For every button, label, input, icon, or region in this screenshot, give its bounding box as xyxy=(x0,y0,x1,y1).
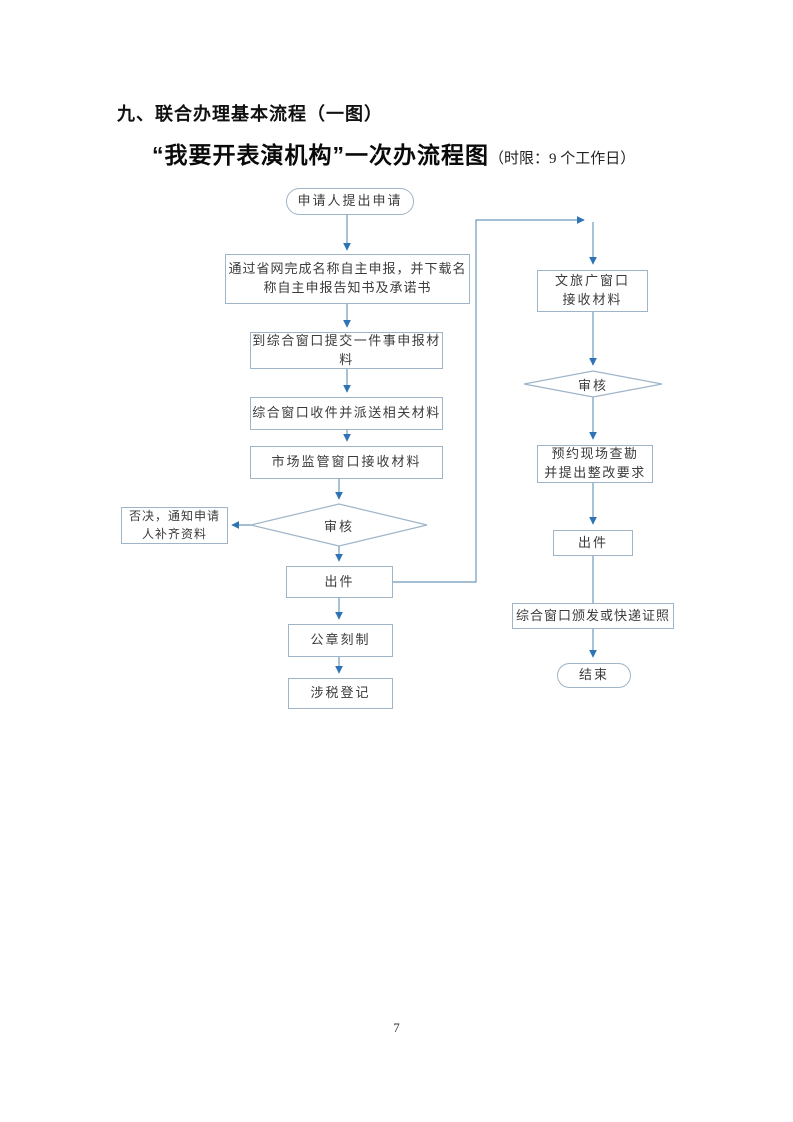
node-reject-notice: 否决，通知申请 人补齐资料 xyxy=(121,507,228,544)
node-tax-register: 涉税登记 xyxy=(288,678,393,709)
node-culture-window: 文旅广窗口 接收材料 xyxy=(537,270,648,312)
node-seal-carving: 公章刻制 xyxy=(288,624,393,657)
flowchart-title-note: （时限：9 个工作日） xyxy=(489,151,636,167)
flowchart-title: “我要开表演机构”一次办流程图（时限：9 个工作日） xyxy=(152,136,635,170)
section-heading: 九、联合办理基本流程（一图） xyxy=(117,104,383,124)
node-receive-dispatch: 综合窗口收件并派送相关材料 xyxy=(250,397,443,430)
node-review-left: 审核 xyxy=(323,518,354,534)
decision-diamond-right xyxy=(523,370,663,398)
node-market-window: 市场监管窗口接收材料 xyxy=(250,446,443,479)
node-start: 申请人提出申请 xyxy=(286,188,414,215)
page-number: 7 xyxy=(393,1020,400,1035)
node-issue-left: 出件 xyxy=(286,566,393,598)
node-online-declare: 通过省网完成名称自主申报，并下载名 称自主申报告知书及承诺书 xyxy=(225,254,470,304)
decision-diamond-left xyxy=(250,503,428,547)
node-end: 结束 xyxy=(557,663,631,688)
node-site-survey: 预约现场查勘 并提出整改要求 xyxy=(537,445,653,483)
node-submit-materials: 到综合窗口提交一件事申报材 料 xyxy=(250,332,443,369)
node-license-delivery: 综合窗口颁发或快递证照 xyxy=(512,603,674,629)
node-review-right: 审核 xyxy=(577,377,608,393)
connector-issue-to-culture xyxy=(393,216,585,583)
node-issue-right: 出件 xyxy=(553,530,633,556)
flowchart-title-main: “我要开表演机构”一次办流程图 xyxy=(152,142,489,168)
